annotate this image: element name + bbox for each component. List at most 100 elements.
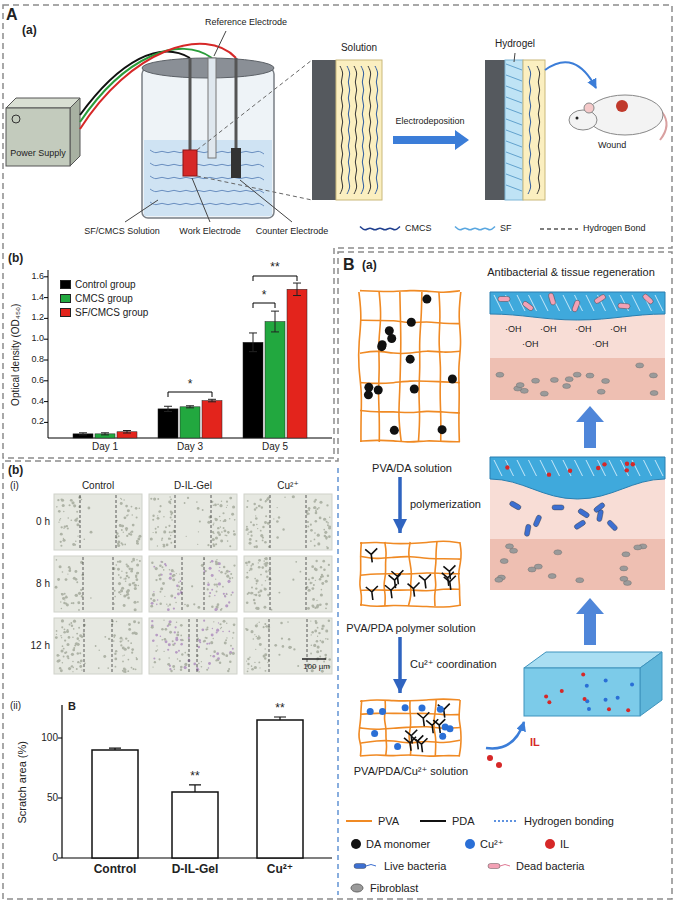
cell-texture [170,502,172,504]
cell-texture [153,593,154,594]
cell-texture [318,632,320,634]
cell-texture [161,561,163,563]
tick-mark [44,318,48,319]
micrograph [149,556,237,612]
cell-texture [212,543,214,545]
cell-texture [288,646,291,649]
cell-texture [127,509,130,512]
cell-texture [64,652,66,654]
cell-texture [249,656,251,658]
cell-texture [115,650,117,652]
cell-texture [233,564,235,566]
significance-mark: * [262,289,267,303]
cell-texture [257,623,258,624]
cell-texture [80,662,81,663]
cell-texture [76,511,78,513]
pva-chain [439,292,441,442]
cell-texture [180,635,182,637]
tick-label: 0.4 [31,396,44,406]
cell-texture [209,567,212,570]
cell-texture [316,600,317,601]
hydrogel-mesh [506,130,522,136]
process-arrow [576,598,604,645]
pva-chain [435,542,437,606]
significance-mark: ** [190,770,199,784]
mouse-head [569,110,597,130]
cell-texture [165,526,167,528]
cell-texture [216,586,218,588]
cell-texture [131,648,134,651]
cell-texture [157,545,158,546]
hydrogel-mesh [506,460,514,476]
cell-texture [150,537,153,540]
cell-texture [230,573,232,575]
cell-texture [121,529,123,531]
cell-texture [198,671,200,673]
cell-texture [292,579,294,581]
cell-texture [221,608,223,610]
leader-line [514,53,515,62]
cell-texture [260,530,262,532]
cell-texture [214,595,215,596]
cell-texture [165,628,168,631]
cell-texture [197,544,198,545]
cell-texture [61,626,63,628]
cell-texture [161,639,163,641]
cell-texture [138,622,140,624]
molecule-wave [347,66,350,194]
cell-texture [62,504,65,507]
gel-particle [585,684,589,688]
cell-texture [311,631,313,633]
cell-texture [293,648,295,650]
cell-texture [220,628,221,629]
cell-texture [314,630,317,633]
pva-chain [459,700,461,756]
cell-texture [211,560,214,563]
dead-bacterium [618,303,630,309]
pva-chain [399,292,401,442]
scratch-edge [306,557,307,611]
cell-texture [250,568,253,571]
cell-texture [251,586,253,588]
cell-texture [219,661,222,664]
cell-texture [72,543,75,546]
cell-texture [114,596,116,598]
cell-texture [273,518,274,519]
cell-texture [172,665,175,668]
cell-texture [312,598,315,601]
cell-texture [56,630,58,632]
hydrogel-mesh [655,460,663,476]
cell-texture [178,650,180,652]
cell-texture [79,665,82,668]
cell-texture [184,652,186,654]
stage-caption: Antibacterial & tissue regeneration [487,266,655,279]
scratch-edge [113,557,114,611]
live-bacterium [509,500,522,510]
cell-texture [210,562,211,563]
cell-texture [245,628,247,630]
cell-texture [63,511,64,512]
cell-texture [215,536,218,539]
cell-texture [258,661,260,663]
cell-texture [324,531,327,534]
cu-ion [446,725,453,732]
cell-texture [314,545,316,547]
scratch-edge [211,495,212,549]
cell-texture [154,661,156,663]
legend-label: PVA [378,815,399,828]
hydrogel-mesh [506,97,522,103]
cell-texture [264,588,267,591]
cell-texture [320,593,323,596]
cell-texture [113,634,116,637]
cell-texture [132,559,134,561]
cell-texture [90,531,93,534]
dermis-layer [490,539,665,590]
cell-texture [258,562,259,563]
cell-texture [313,506,316,509]
cell-texture [71,666,73,668]
cell-texture [226,535,228,537]
cell-texture [161,537,163,539]
cell-texture [163,569,165,571]
cell-texture [315,560,317,562]
